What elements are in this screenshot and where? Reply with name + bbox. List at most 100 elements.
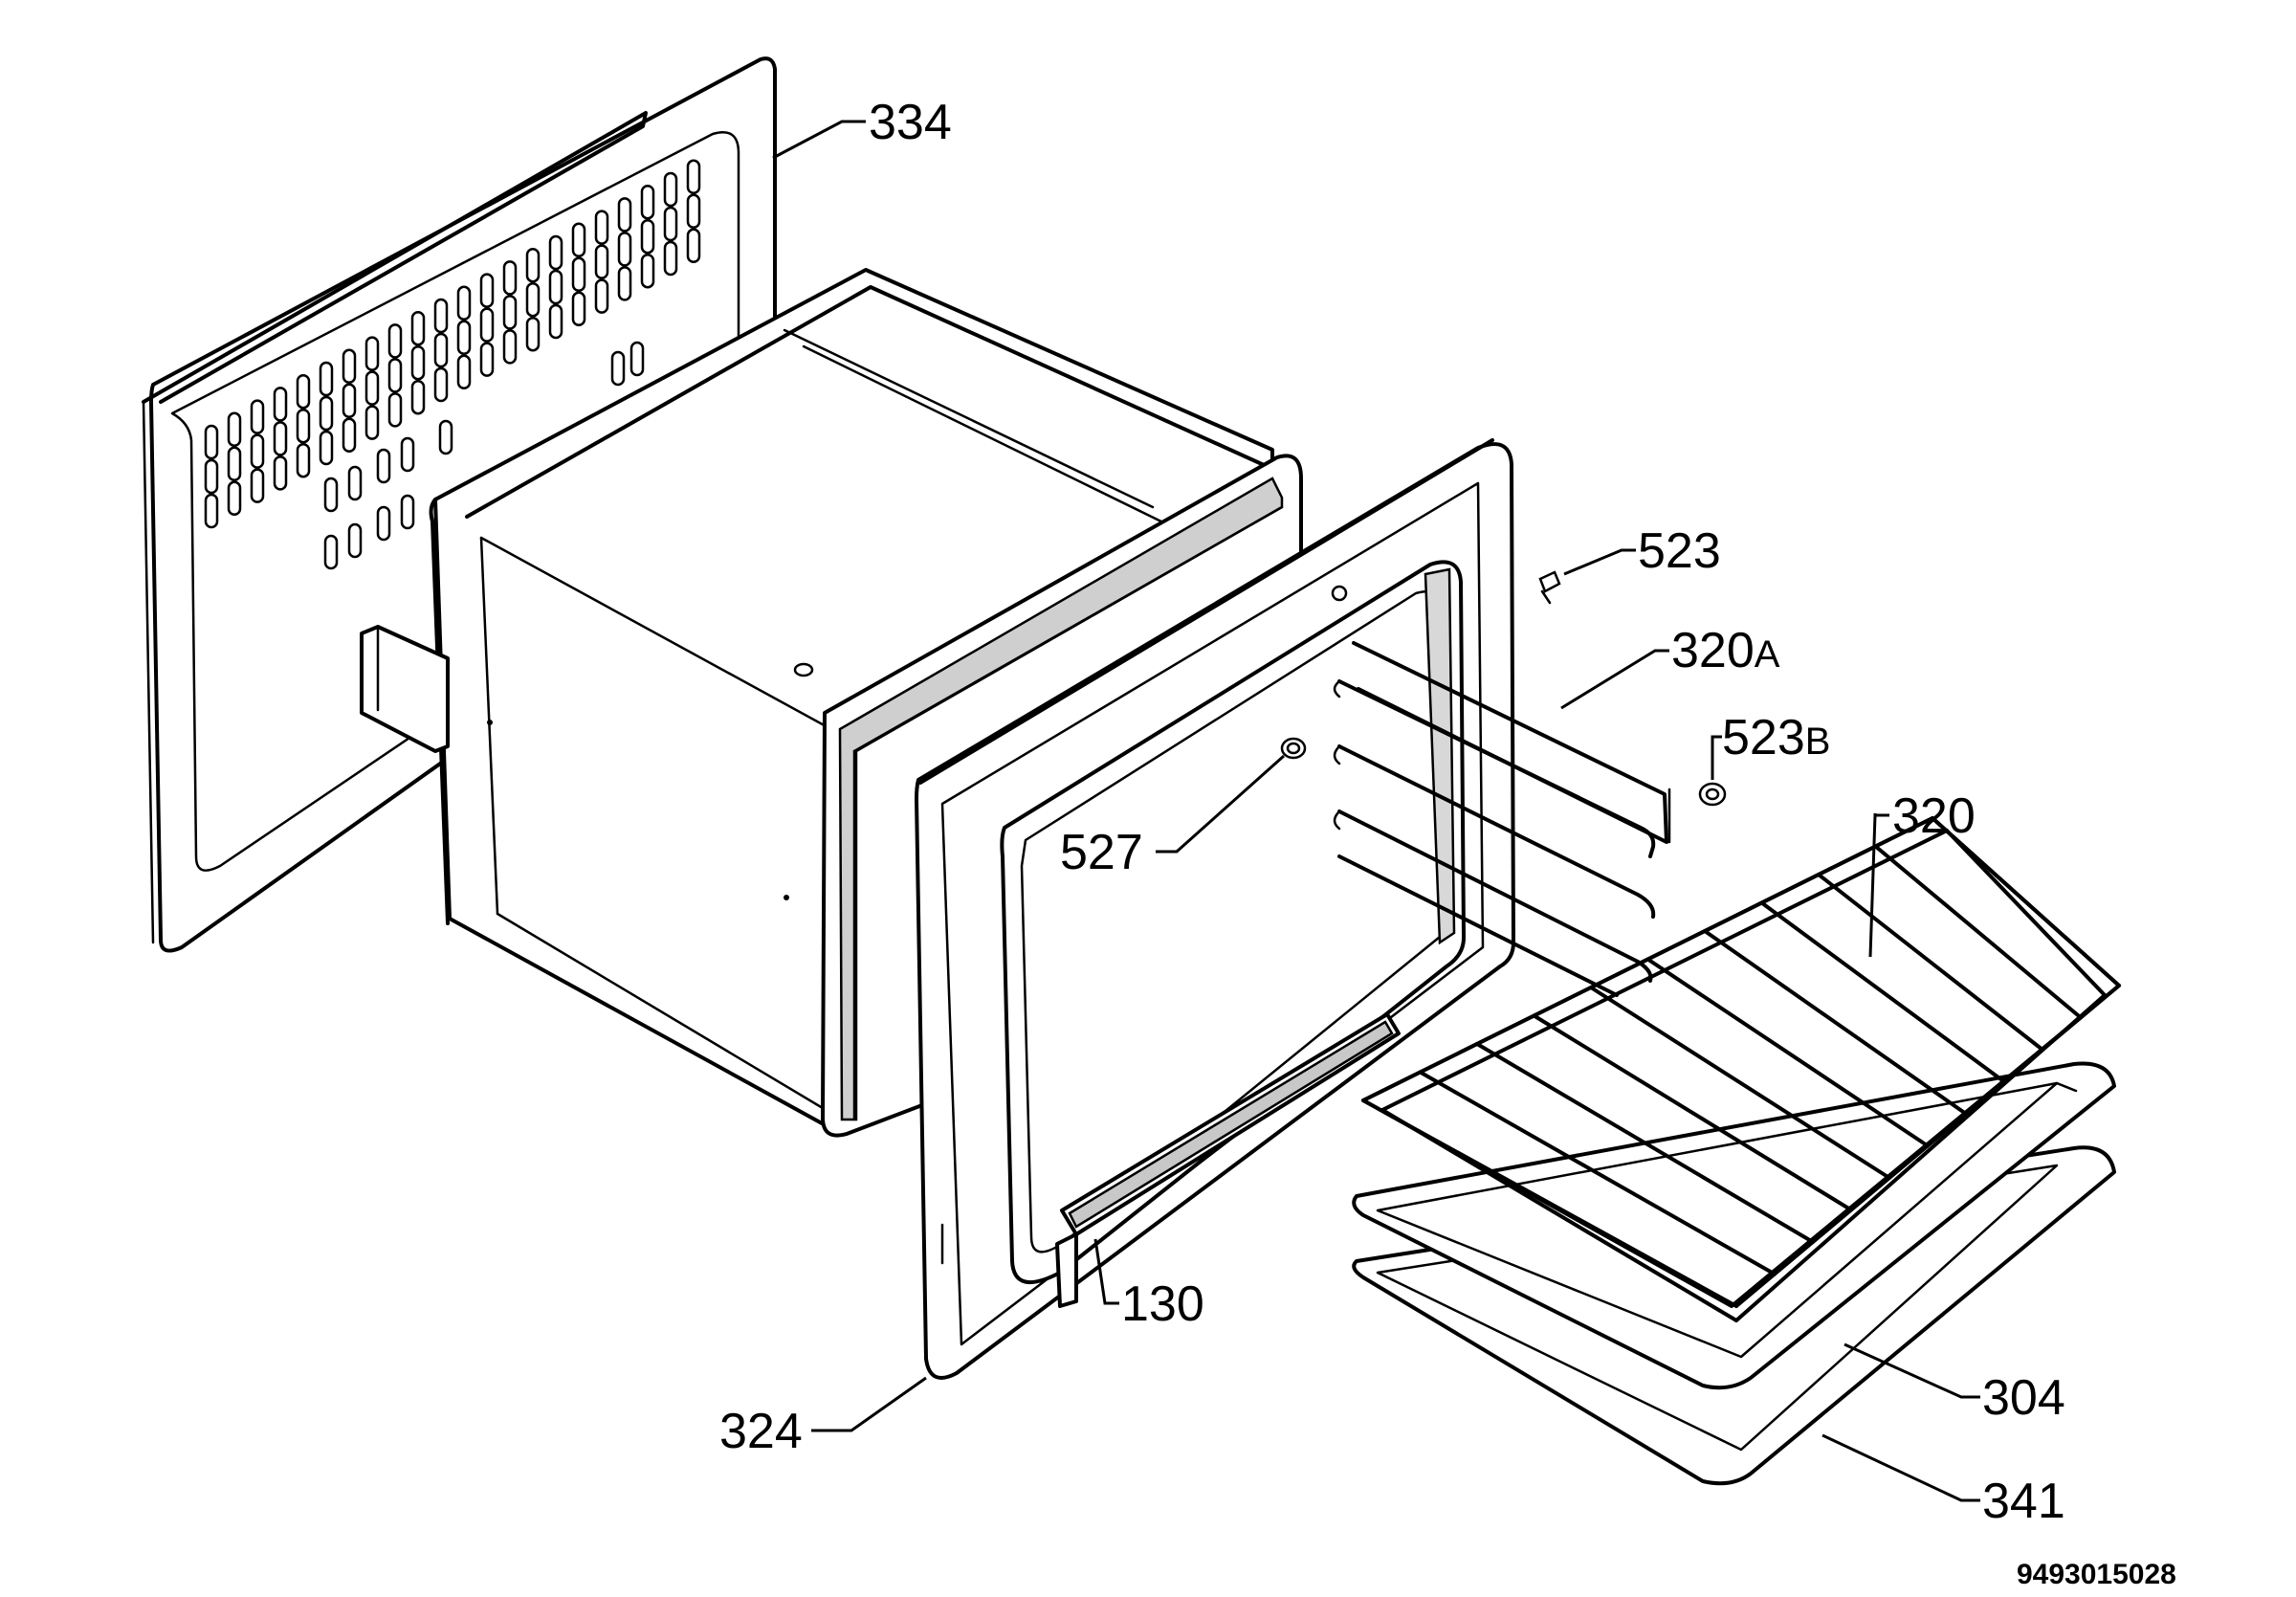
vent-slot — [323, 477, 339, 513]
gasket-130 — [1000, 560, 1466, 1308]
vent-slot — [204, 424, 219, 460]
vent-slot — [410, 379, 426, 415]
vent-slot — [273, 387, 288, 422]
vent-slot — [342, 348, 357, 385]
vent-slot — [347, 522, 363, 559]
vent-slot — [548, 303, 563, 340]
vent-slot — [433, 298, 449, 334]
shelf-bar — [1418, 1070, 1777, 1276]
leader-304 — [1843, 1342, 1980, 1399]
vent-slot — [663, 171, 678, 208]
vent-slot — [617, 232, 632, 267]
label-341: 341 — [1982, 1474, 2065, 1529]
vent-slot — [400, 436, 415, 473]
vent-slot — [594, 210, 609, 245]
vent-slot — [502, 329, 518, 365]
leader-324 — [811, 1376, 927, 1432]
leader-523B — [1711, 735, 1722, 780]
vent-slot — [479, 307, 495, 343]
vent-slot — [387, 358, 403, 393]
vent-slot — [617, 266, 632, 301]
vent-slot — [479, 273, 495, 308]
vent-slot — [376, 448, 391, 484]
shelf-bar — [1589, 986, 1891, 1180]
vent-slot — [319, 430, 334, 466]
vent-slot — [296, 373, 311, 410]
vent-slot — [323, 534, 339, 570]
vent-slot — [686, 159, 701, 195]
label-320A: 320A — [1671, 623, 1780, 678]
vent-slot — [525, 247, 541, 283]
leader-527 — [1156, 754, 1285, 854]
label-324: 324 — [719, 1404, 803, 1459]
screw-523 — [1538, 570, 1561, 605]
vent-slot — [686, 228, 701, 264]
leader-523 — [1563, 548, 1636, 576]
label-304: 304 — [1982, 1370, 2065, 1426]
vent-slot — [204, 493, 219, 529]
vent-slot — [250, 468, 265, 503]
vent-slot — [594, 244, 609, 279]
vent-slot — [376, 505, 391, 542]
vent-slot — [433, 332, 449, 368]
vent-slot — [663, 240, 678, 277]
vent-slot — [548, 269, 563, 305]
vent-slot — [525, 316, 541, 352]
vent-slots — [204, 159, 701, 570]
vent-slot — [273, 421, 288, 456]
lamp-527 — [1280, 737, 1307, 760]
shelf-bar — [1475, 1042, 1815, 1244]
vent-slot — [342, 383, 357, 419]
label-334: 334 — [869, 95, 952, 150]
vent-slot — [250, 433, 265, 469]
vent-slot — [479, 342, 495, 377]
shelf-bar — [1817, 873, 2044, 1052]
leader-341 — [1821, 1433, 1980, 1502]
vent-slot — [387, 323, 403, 359]
label-523B: 523B — [1722, 710, 1830, 765]
label-523: 523 — [1638, 523, 1721, 579]
leader-320A — [1560, 649, 1669, 710]
vent-slot — [347, 465, 363, 501]
vent-slot — [227, 446, 242, 482]
vent-slot — [319, 395, 334, 432]
vent-slot — [204, 458, 219, 495]
vent-slot — [502, 295, 518, 330]
vent-slot — [571, 222, 586, 258]
vent-slot — [610, 350, 626, 387]
vent-slot — [663, 206, 678, 242]
document-number: 9493015028 — [2017, 1559, 2176, 1590]
vent-slot — [594, 278, 609, 314]
vent-slot — [364, 336, 380, 371]
label-320: 320 — [1892, 788, 1976, 844]
vent-slot — [364, 370, 380, 406]
shelf-bar — [1873, 844, 2083, 1020]
vent-slot — [629, 341, 645, 377]
vent-slot — [571, 291, 586, 327]
vent-slot — [364, 405, 380, 440]
vent-slot — [640, 218, 655, 255]
vent-slot — [456, 354, 472, 390]
shelf-bar — [1645, 957, 1930, 1148]
vent-slot — [617, 197, 632, 233]
vent-slot — [273, 455, 288, 491]
vent-slot — [296, 408, 311, 444]
vent-slot — [250, 399, 265, 434]
shelf-bars — [1418, 844, 2083, 1276]
vent-slot — [456, 285, 472, 322]
vent-slot — [438, 419, 453, 455]
vent-slot — [410, 344, 426, 381]
bushing-523B — [1698, 782, 1727, 807]
vent-slot — [227, 480, 242, 517]
vent-slot — [400, 494, 415, 530]
vent-slot — [296, 442, 311, 478]
vent-slot — [525, 281, 541, 318]
vent-slot — [433, 366, 449, 403]
vent-slot — [502, 260, 518, 296]
vent-slot — [387, 392, 403, 428]
label-130: 130 — [1121, 1276, 1204, 1332]
vent-slot — [319, 361, 334, 397]
vent-slot — [456, 320, 472, 356]
leader-334 — [772, 120, 866, 160]
